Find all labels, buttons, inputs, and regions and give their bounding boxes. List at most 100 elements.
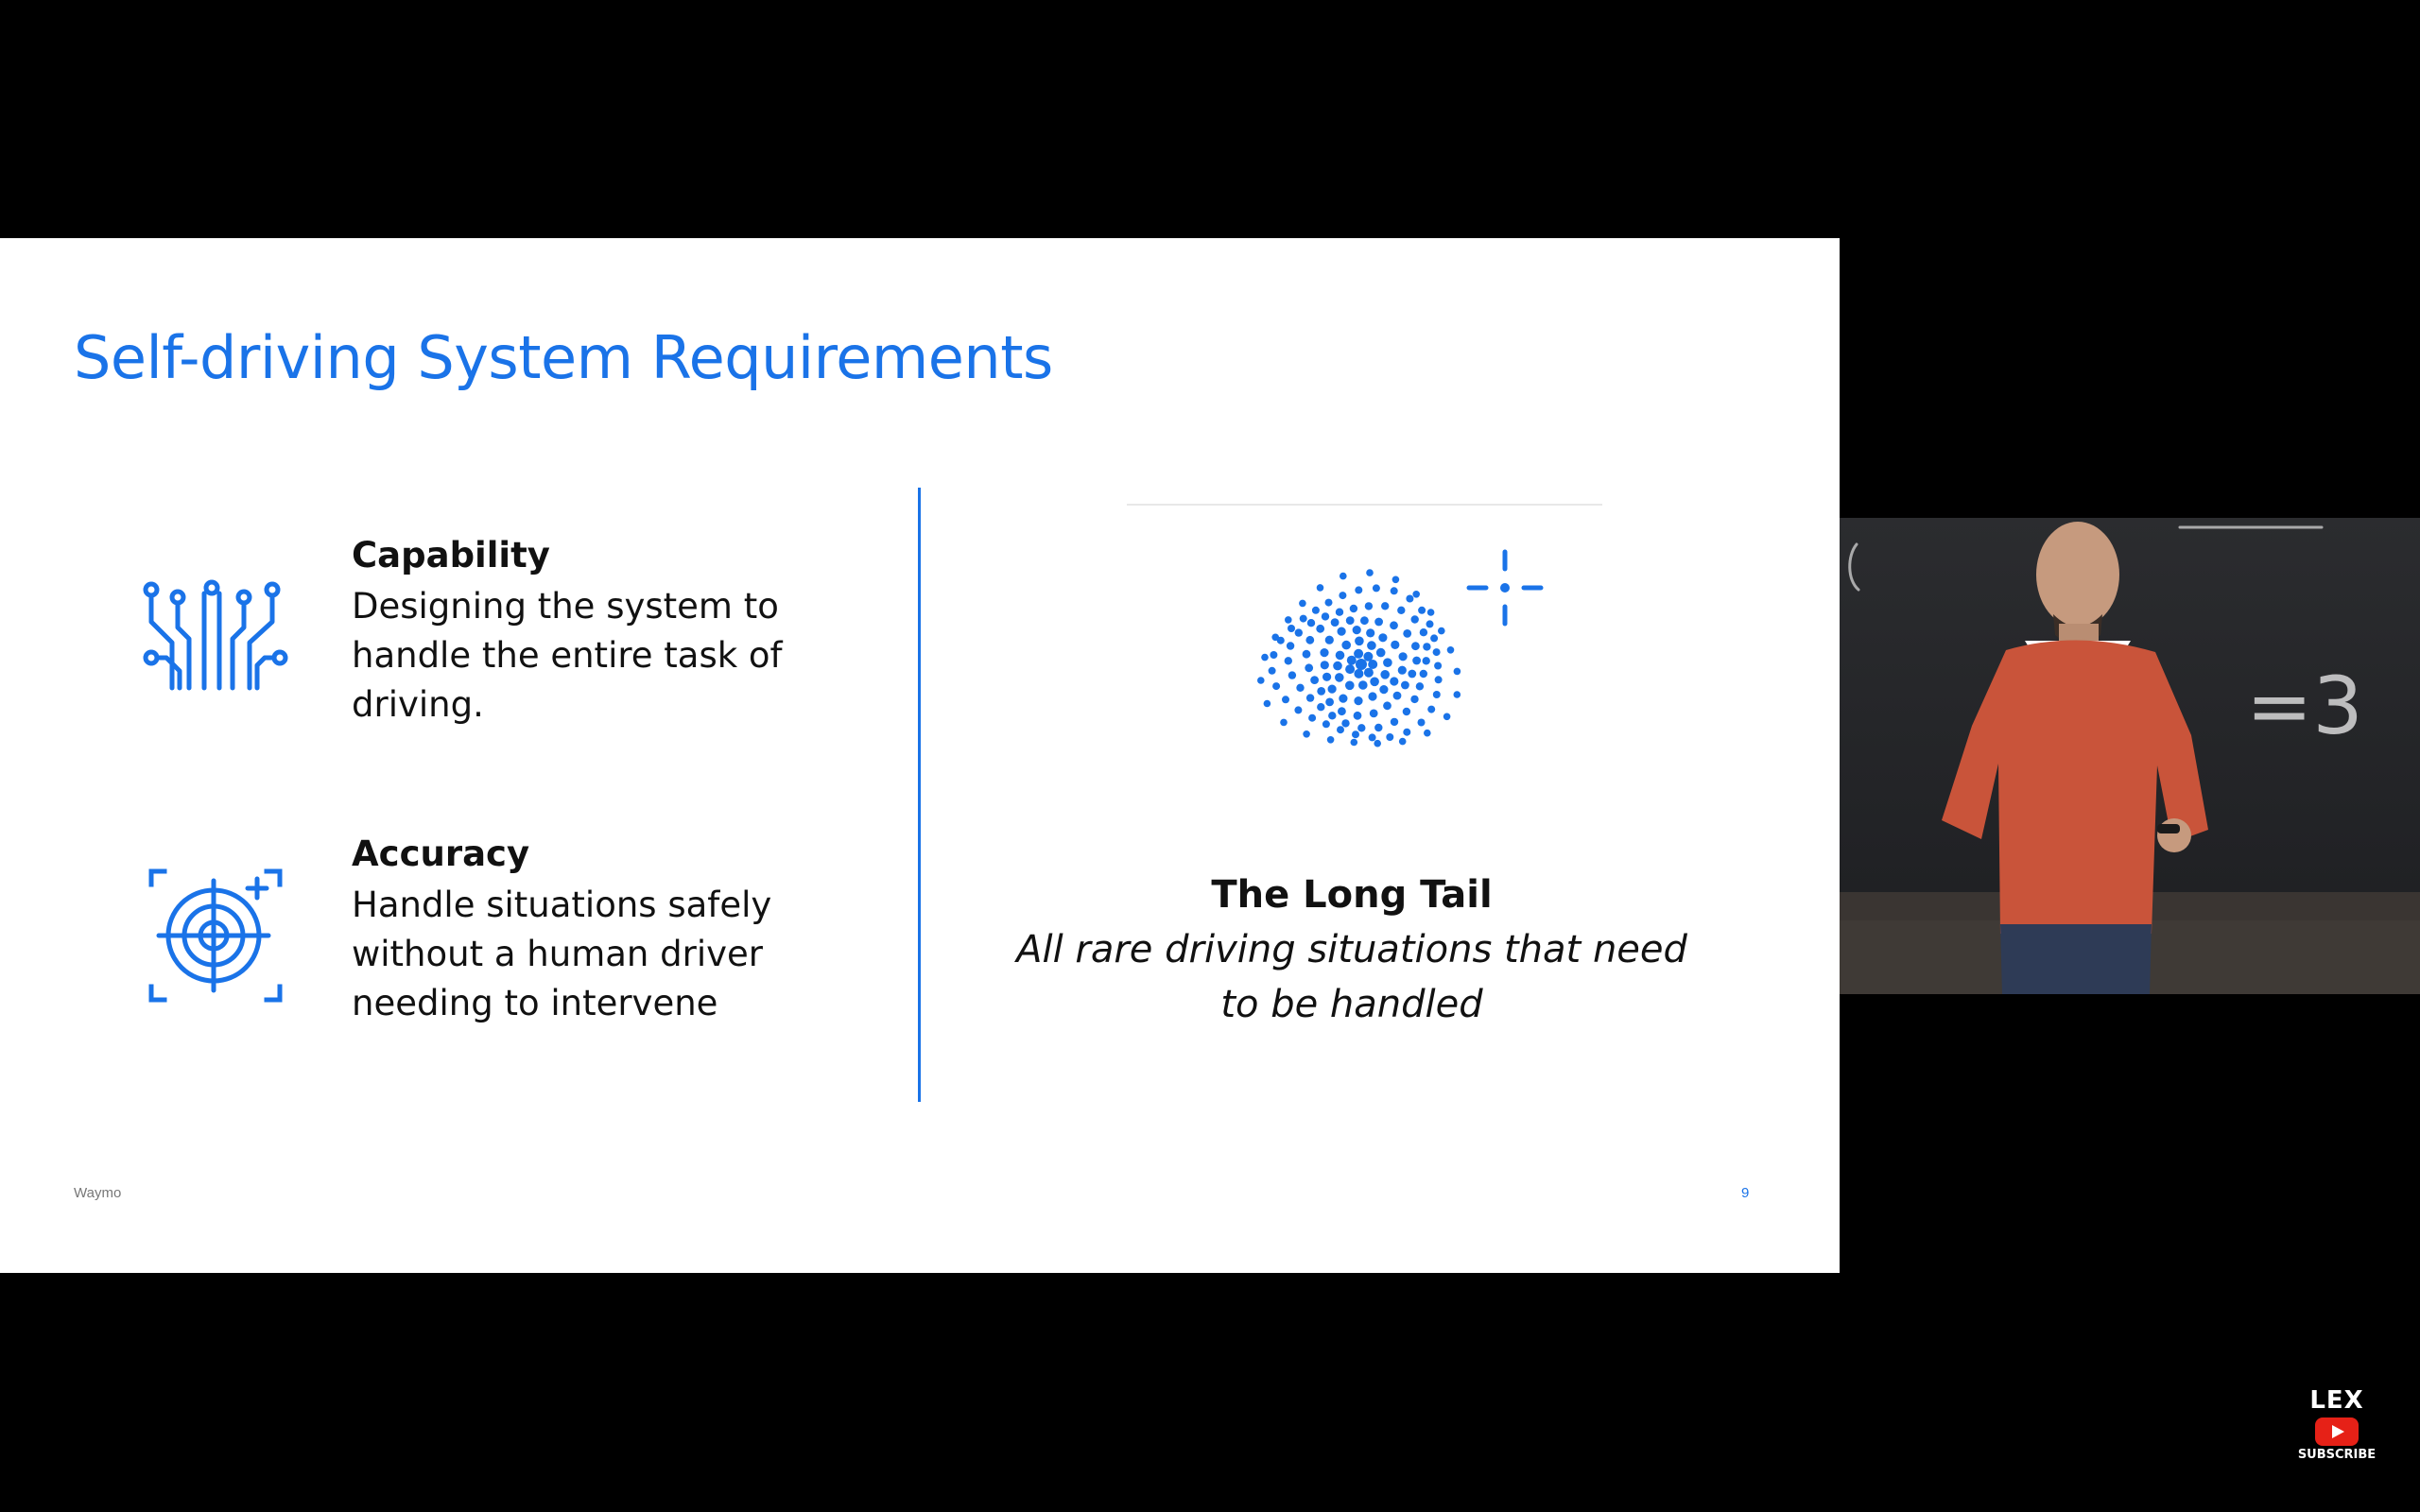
cluster-dot bbox=[1392, 576, 1400, 584]
cluster-dot bbox=[1412, 656, 1421, 665]
speaker-scene: =3 bbox=[1840, 518, 2420, 994]
cluster-dot bbox=[1355, 586, 1363, 594]
cluster-dot bbox=[1302, 649, 1311, 659]
cluster-dot bbox=[1379, 685, 1389, 695]
cluster-dot bbox=[1305, 694, 1315, 702]
cluster-dot bbox=[1403, 629, 1412, 638]
cluster-dot bbox=[1325, 697, 1334, 707]
cluster-dot bbox=[1333, 661, 1342, 671]
cluster-dot bbox=[1330, 618, 1340, 627]
cluster-dot bbox=[1386, 733, 1394, 741]
cluster-dot bbox=[1341, 640, 1351, 650]
cluster-dot bbox=[1374, 617, 1383, 627]
cluster-dot bbox=[1261, 653, 1269, 662]
cluster-dot bbox=[1375, 647, 1386, 658]
youtube-play-icon[interactable] bbox=[2315, 1418, 2359, 1446]
cluster-dot bbox=[1306, 619, 1316, 627]
cluster-dot bbox=[1305, 635, 1315, 644]
cluster-dot bbox=[1356, 659, 1367, 670]
cluster-dot bbox=[1310, 676, 1319, 684]
cluster-dot bbox=[1341, 719, 1350, 728]
cluster-dot bbox=[1280, 718, 1288, 727]
cluster-dot bbox=[1317, 687, 1326, 696]
cluster-dot bbox=[1299, 614, 1307, 623]
cluster-dot bbox=[1337, 627, 1346, 636]
cluster-dot bbox=[1378, 633, 1388, 643]
cluster-dot bbox=[1430, 634, 1439, 643]
cluster-dot bbox=[1353, 711, 1362, 720]
cluster-dot bbox=[1446, 646, 1455, 654]
cluster-dot bbox=[1422, 657, 1430, 665]
cluster-dot bbox=[1321, 612, 1330, 621]
channel-logo[interactable]: LEX SUBSCRIBE bbox=[2291, 1387, 2382, 1463]
cluster-dot bbox=[1299, 599, 1306, 608]
cluster-dot bbox=[1317, 703, 1325, 712]
cluster-dot bbox=[1311, 606, 1320, 614]
cluster-dot bbox=[1412, 591, 1420, 598]
cluster-dot bbox=[1358, 680, 1368, 690]
accuracy-description: Handle situations safely without a human… bbox=[352, 885, 772, 1023]
cluster-dot bbox=[1294, 628, 1303, 637]
cluster-dot bbox=[1383, 658, 1392, 667]
cluster-dot bbox=[1335, 650, 1345, 661]
speaker-figure bbox=[1942, 522, 2208, 994]
cluster-dot bbox=[1370, 677, 1379, 687]
cluster-dot bbox=[1397, 606, 1406, 614]
cluster-dot bbox=[1349, 604, 1358, 613]
cluster-dot bbox=[1338, 707, 1346, 716]
cluster-dot bbox=[1335, 673, 1344, 682]
long-tail-heading: The Long Tail bbox=[1211, 873, 1493, 917]
cluster-dot bbox=[1363, 651, 1374, 662]
cluster-dot bbox=[1453, 667, 1461, 676]
cluster-dot bbox=[1339, 694, 1348, 703]
cluster-dot bbox=[1354, 668, 1364, 679]
cluster-dot bbox=[1368, 692, 1377, 701]
cluster-dot bbox=[1288, 671, 1297, 679]
cluster-dot bbox=[1424, 729, 1431, 737]
cluster-dot bbox=[1453, 691, 1461, 698]
cluster-dot bbox=[1320, 648, 1329, 658]
footer-brand: Waymo bbox=[74, 1185, 122, 1201]
accuracy-heading: Accuracy bbox=[352, 833, 530, 874]
cluster-dot bbox=[1427, 705, 1436, 713]
cluster-dot bbox=[1426, 620, 1434, 628]
cluster-dot bbox=[1426, 609, 1435, 616]
cluster-dot bbox=[1352, 626, 1361, 635]
cluster-dot bbox=[1257, 677, 1265, 684]
cluster-dot bbox=[1363, 667, 1374, 678]
cluster-dot bbox=[1366, 628, 1375, 638]
cluster-dot bbox=[1285, 616, 1292, 624]
cluster-dot bbox=[1324, 635, 1334, 644]
cluster-dot bbox=[1357, 724, 1366, 732]
cluster-dot bbox=[1326, 736, 1335, 744]
cluster-dot bbox=[1392, 691, 1402, 700]
cluster-dot bbox=[1327, 684, 1337, 694]
cluster-dot bbox=[1320, 661, 1329, 670]
cluster-dot bbox=[1410, 615, 1419, 624]
circuit-icon bbox=[143, 579, 288, 691]
cluster-dot bbox=[1276, 636, 1285, 644]
cluster-dot bbox=[1438, 627, 1445, 635]
speaker-video: =3 bbox=[1840, 518, 2420, 994]
cluster-dot bbox=[1271, 633, 1279, 642]
cluster-dot bbox=[1308, 713, 1317, 722]
cluster-dot bbox=[1352, 730, 1359, 739]
cluster-dot bbox=[1401, 680, 1409, 690]
cluster-dot bbox=[1337, 726, 1344, 734]
cluster-dot bbox=[1443, 713, 1451, 721]
cluster-dot bbox=[1417, 718, 1426, 727]
cluster-dot bbox=[1263, 699, 1271, 708]
cluster-dot bbox=[1366, 569, 1374, 576]
cluster-dot bbox=[1369, 709, 1378, 718]
cluster-dot bbox=[1391, 640, 1400, 649]
dot-cluster-icon bbox=[1257, 569, 1461, 747]
long-tail-description: All rare driving situations that need to… bbox=[1016, 928, 1687, 1026]
cluster-dot bbox=[1372, 584, 1380, 593]
cluster-dot bbox=[1272, 682, 1281, 691]
cluster-dot bbox=[1288, 625, 1295, 632]
target-icon bbox=[148, 868, 283, 1003]
cluster-dot bbox=[1374, 739, 1381, 747]
cluster-dot bbox=[1410, 695, 1419, 704]
cluster-dot bbox=[1397, 665, 1407, 675]
